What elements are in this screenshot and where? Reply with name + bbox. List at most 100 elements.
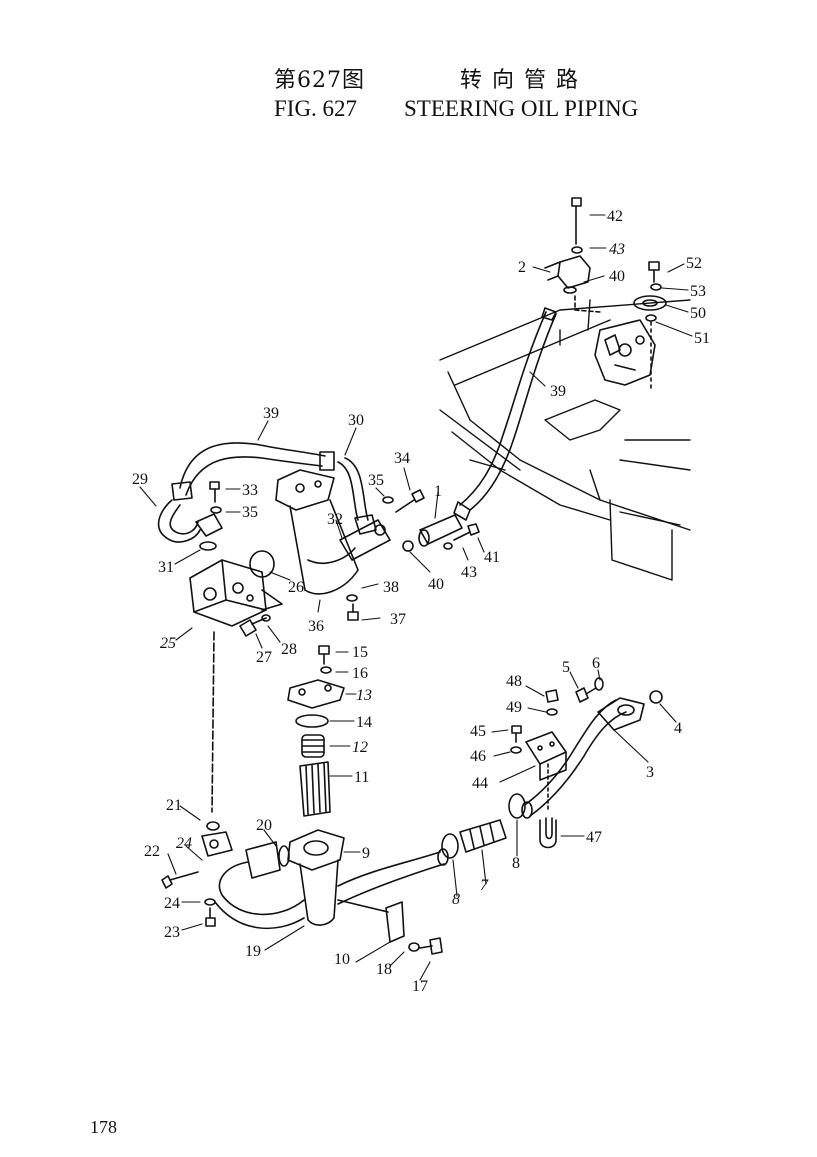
strainer-case-9 xyxy=(287,829,345,926)
bolt-37 xyxy=(346,594,359,621)
callout-41: 41 xyxy=(484,549,500,566)
callout-39-left: 39 xyxy=(263,405,279,422)
bolt-45 xyxy=(511,725,522,743)
callout-5: 5 xyxy=(562,659,570,676)
cover-13 xyxy=(287,679,345,709)
bolt-17 xyxy=(419,937,443,955)
bolt-34 xyxy=(395,489,425,513)
callout-48: 48 xyxy=(506,673,522,690)
hose-30 xyxy=(337,457,377,535)
callout-11: 11 xyxy=(354,769,369,786)
callout-2: 2 xyxy=(518,259,526,276)
hose-20 xyxy=(245,841,290,879)
callout-24-top: 24 xyxy=(176,835,192,852)
hose-39-right xyxy=(453,307,557,521)
callout-40-lower: 40 xyxy=(428,576,444,593)
callout-29: 29 xyxy=(132,471,148,488)
elbow-fitting-2 xyxy=(544,255,591,294)
bolt-27 xyxy=(239,617,267,637)
hose-39-left xyxy=(171,442,335,501)
hose-29 xyxy=(157,499,223,543)
figure-number-en: FIG. 627 xyxy=(274,96,358,121)
callout-39-right: 39 xyxy=(550,383,566,400)
o-ring-51 xyxy=(645,314,657,322)
callout-25: 25 xyxy=(160,635,176,652)
u-bolt-47 xyxy=(539,817,557,849)
bolt-41 xyxy=(453,523,480,541)
callout-1: 1 xyxy=(434,483,442,500)
callout-45: 45 xyxy=(470,723,486,740)
callout-20: 20 xyxy=(256,817,272,834)
callout-18: 18 xyxy=(376,961,392,978)
washer-28 xyxy=(261,614,271,622)
figure-number-cn: 第627图 xyxy=(274,68,365,93)
washer-43-lower xyxy=(443,542,453,550)
o-ring-14 xyxy=(295,714,329,728)
callout-30: 30 xyxy=(348,412,364,429)
bolt-33 xyxy=(209,481,222,514)
bolt-52 xyxy=(648,261,662,291)
callout-52: 52 xyxy=(686,255,702,272)
steering-valve-body xyxy=(594,319,656,386)
callout-43-top: 43 xyxy=(609,241,625,258)
callout-33: 33 xyxy=(242,482,258,499)
figure-title-cn: 转向管路 xyxy=(460,68,589,93)
washer-6 xyxy=(594,677,604,691)
callout-14: 14 xyxy=(356,714,372,731)
callout-8-right: 8 xyxy=(512,855,520,872)
o-ring-4 xyxy=(649,690,663,704)
callout-19: 19 xyxy=(245,943,261,960)
callout-31: 31 xyxy=(158,559,174,576)
washer-35-right xyxy=(382,496,394,504)
nut-48 xyxy=(545,689,559,703)
callout-21: 21 xyxy=(166,797,182,814)
callout-4: 4 xyxy=(674,720,682,737)
callout-27: 27 xyxy=(256,649,272,666)
bracket-10 xyxy=(337,899,405,943)
callout-6: 6 xyxy=(592,655,600,672)
callout-47: 47 xyxy=(586,829,602,846)
spring-12 xyxy=(301,734,325,758)
callout-16: 16 xyxy=(352,665,368,682)
callout-35-left: 35 xyxy=(242,504,258,521)
bolt-15 xyxy=(318,645,332,674)
callout-9: 9 xyxy=(362,845,370,862)
pipe-10 xyxy=(337,848,449,905)
flange-24 xyxy=(201,831,233,857)
washer-49 xyxy=(546,708,558,716)
callout-28: 28 xyxy=(281,641,297,658)
pump-25 xyxy=(189,559,283,627)
bolt-42 xyxy=(571,197,583,254)
callout-36: 36 xyxy=(308,618,324,635)
callout-23: 23 xyxy=(164,924,180,941)
callout-3: 3 xyxy=(646,764,654,781)
figure-title-en: STEERING OIL PIPING xyxy=(404,96,639,121)
adapter-1 xyxy=(418,514,463,547)
callout-24-lower: 24 xyxy=(164,895,180,912)
bolt-23 xyxy=(204,898,216,927)
o-ring-26 xyxy=(249,550,275,578)
callout-12: 12 xyxy=(352,739,368,756)
pipe-19 xyxy=(214,861,305,930)
callout-8-left: 8 xyxy=(452,891,460,908)
flange-plate-50 xyxy=(633,295,667,311)
bolt-22 xyxy=(161,871,199,889)
callout-32: 32 xyxy=(327,511,343,528)
callout-44: 44 xyxy=(472,775,488,792)
page-number: 178 xyxy=(90,1117,117,1137)
o-ring-31 xyxy=(199,541,217,551)
o-ring-21 xyxy=(206,821,220,831)
callout-46: 46 xyxy=(470,748,486,765)
callout-10: 10 xyxy=(334,951,350,968)
hose-7 xyxy=(459,819,507,853)
vehicle-frame xyxy=(439,299,691,581)
washer-46 xyxy=(510,746,522,754)
bracket-44 xyxy=(525,731,567,781)
callout-34: 34 xyxy=(394,450,410,467)
strainer-element-11 xyxy=(299,761,331,817)
callout-13: 13 xyxy=(356,687,372,704)
callout-38: 38 xyxy=(383,579,399,596)
leader-lines xyxy=(139,214,693,981)
callout-labels: 42 43 2 40 52 53 50 51 39 39 30 34 29 33… xyxy=(132,208,710,995)
